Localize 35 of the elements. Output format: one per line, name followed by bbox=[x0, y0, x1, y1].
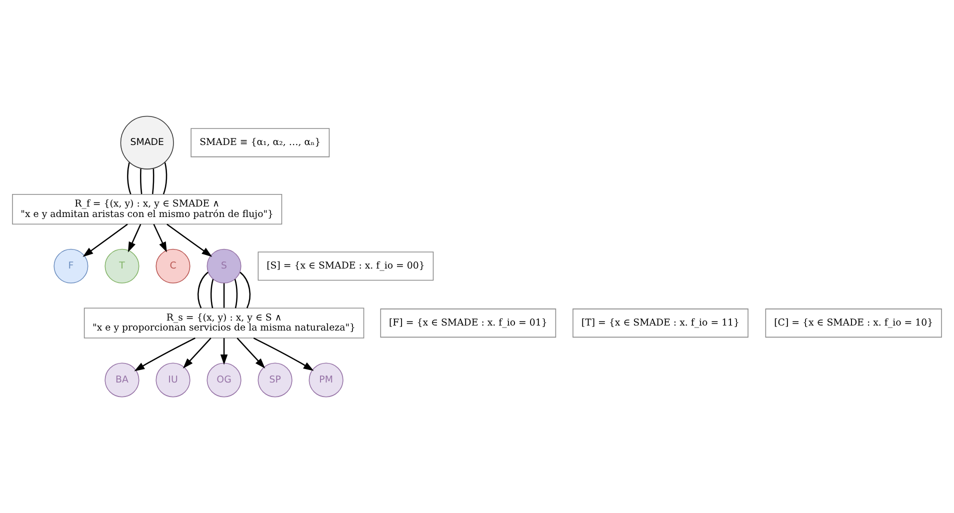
node-box: [T] = {x ∈ SMADE : x. f_io = 11} bbox=[572, 308, 748, 338]
connector bbox=[198, 272, 208, 308]
arrow bbox=[253, 338, 314, 371]
node-box: [C] = {x ∈ SMADE : x. f_io = 10} bbox=[765, 308, 942, 338]
node-circle: C bbox=[156, 248, 190, 284]
node-circle: SP bbox=[258, 362, 292, 398]
node-circle: F bbox=[54, 248, 88, 284]
node-box: R_f = {(x, y) : x, y ∈ SMADE ∧ "x e y admitan aristas con el mismo patrón de flujo"} bbox=[12, 194, 282, 225]
arrow bbox=[220, 338, 228, 365]
connector bbox=[127, 162, 132, 194]
node-circle: T bbox=[104, 248, 140, 284]
node-box: SMADE ≡ {α₁, α₂, …, αₙ} bbox=[190, 128, 330, 158]
node-circle: IU bbox=[156, 362, 190, 398]
connector bbox=[140, 168, 142, 194]
arrow bbox=[153, 224, 167, 252]
node-circle: BA bbox=[104, 362, 140, 398]
arrow bbox=[166, 224, 212, 257]
connector bbox=[210, 279, 214, 308]
node-box: [S] = {x ∈ SMADE : x. f_io = 00} bbox=[258, 252, 434, 281]
arrow bbox=[236, 338, 266, 368]
connector bbox=[162, 162, 168, 194]
arrow bbox=[182, 338, 212, 368]
node-circle: SMADE bbox=[120, 116, 174, 170]
arrow bbox=[134, 337, 196, 372]
connector bbox=[223, 283, 225, 308]
node-circle: PM bbox=[308, 362, 344, 398]
connector bbox=[152, 168, 154, 194]
node-box: [F] = {x ∈ SMADE : x. f_io = 01} bbox=[380, 308, 556, 338]
arrow bbox=[128, 224, 142, 252]
node-circle: S bbox=[206, 248, 242, 284]
node-box: R_s = {(x, y) : x, y ∈ S ∧ "x e y proporcionan servicios de la misma naturaleza"} bbox=[84, 308, 364, 338]
node-circle: OG bbox=[206, 362, 242, 398]
connector bbox=[240, 272, 251, 308]
arrow bbox=[82, 224, 128, 257]
connector bbox=[234, 279, 238, 308]
